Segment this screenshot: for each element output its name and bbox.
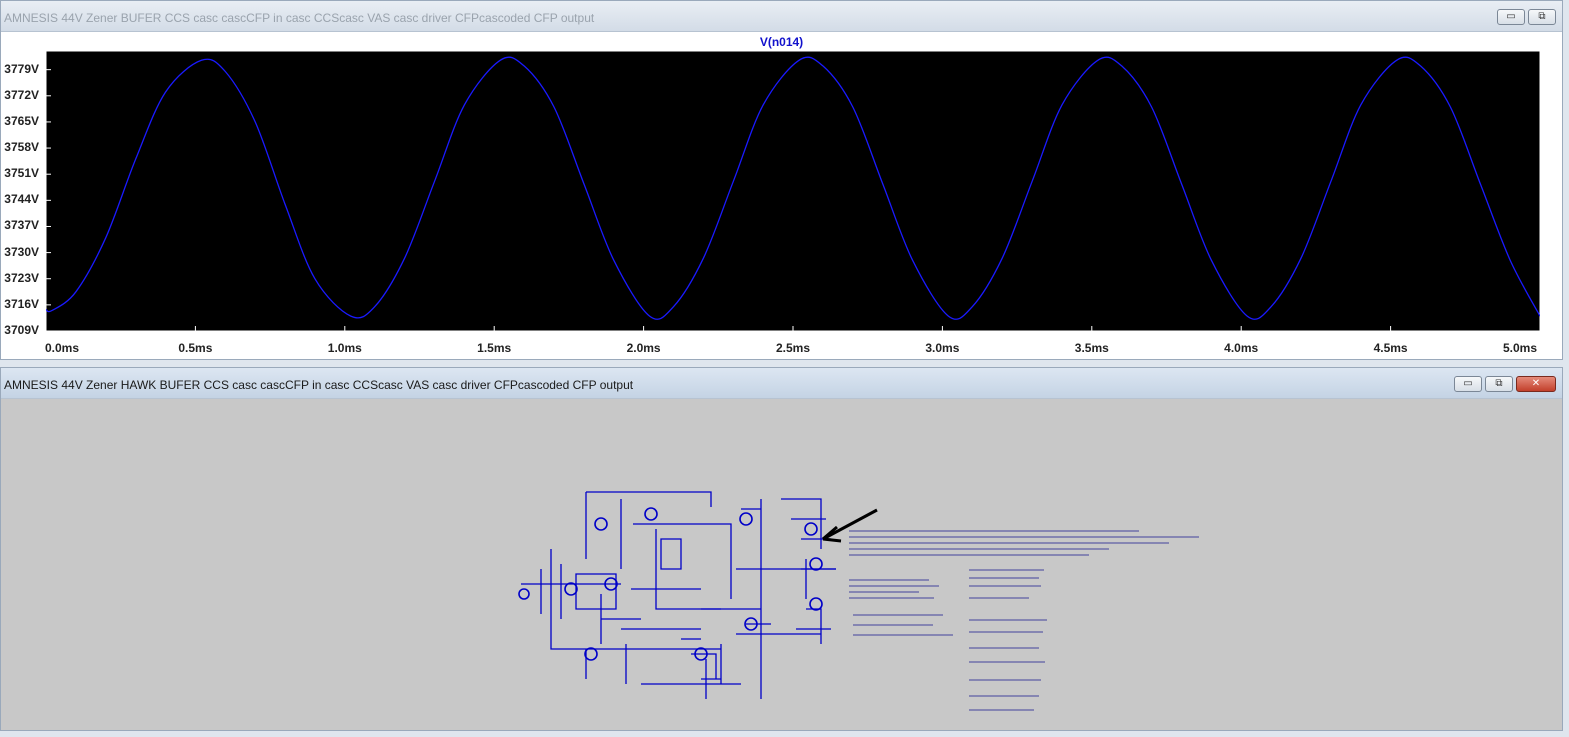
spice-directives-text <box>849 530 1199 711</box>
waveform-window-title: AMNESIS 44V Zener BUFER CCS casc cascCFP… <box>4 11 595 25</box>
schematic-window-titlebar[interactable]: AMNESIS 44V Zener HAWK BUFER CCS casc ca… <box>1 368 1562 399</box>
waveform-window[interactable]: AMNESIS 44V Zener BUFER CCS casc cascCFP… <box>0 0 1563 360</box>
x-tick-label: 1.0ms <box>327 341 362 355</box>
waveform-window-titlebar[interactable]: AMNESIS 44V Zener BUFER CCS casc cascCFP… <box>1 1 1562 32</box>
restore-button[interactable]: ⧉ <box>1485 376 1513 392</box>
close-button[interactable]: ✕ <box>1516 376 1556 392</box>
x-tick-label: 5.0ms <box>1502 341 1538 355</box>
y-tick-label: 3765V <box>4 113 39 128</box>
schematic-window[interactable]: AMNESIS 44V Zener HAWK BUFER CCS casc ca… <box>0 367 1563 731</box>
y-tick-label: 3744V <box>4 192 39 207</box>
y-tick-label: 3730V <box>4 244 39 259</box>
schematic-window-controls: ▭ ⧉ ✕ <box>1454 376 1556 392</box>
schematic-canvas[interactable] <box>1 399 1562 730</box>
trace-label-v-n014[interactable]: V(n014) <box>759 35 804 49</box>
y-tick-label: 3772V <box>4 87 39 102</box>
y-tick-label: 3779V <box>4 61 39 76</box>
x-tick-label: 3.0ms <box>925 341 960 355</box>
x-tick-label: 4.0ms <box>1224 341 1259 355</box>
x-tick-label: 2.0ms <box>626 341 661 355</box>
waveform-window-controls: ▭ ⧉ <box>1497 9 1556 25</box>
schematic-drawing[interactable] <box>1 399 1562 730</box>
x-tick-label: 2.5ms <box>775 341 811 355</box>
minimize-button[interactable]: ▭ <box>1497 9 1525 25</box>
x-tick-label: 0.0ms <box>44 341 80 355</box>
plot-background <box>46 51 1540 331</box>
x-tick-label: 1.5ms <box>477 341 512 355</box>
restore-button[interactable]: ⧉ <box>1528 9 1556 25</box>
y-tick-label: 3723V <box>4 270 39 285</box>
y-tick-label: 3758V <box>4 140 39 155</box>
y-tick-label: 3737V <box>4 218 39 233</box>
waveform-plot[interactable] <box>46 51 1540 331</box>
schematic-window-title: AMNESIS 44V Zener HAWK BUFER CCS casc ca… <box>4 378 634 392</box>
transistor-symbols <box>518 507 823 661</box>
circuit-schematic[interactable] <box>521 491 836 699</box>
x-tick-label: 4.5ms <box>1373 341 1408 355</box>
x-tick-label: 3.5ms <box>1074 341 1109 355</box>
annotation-arrow <box>822 508 878 543</box>
y-tick-label: 3709V <box>4 323 39 337</box>
trace-v-n014[interactable] <box>46 56 1540 320</box>
waveform-plot-area[interactable]: V(n014) 3779V 3772V 3765V 3758V 3751V 3744V 37… <box>1 32 1562 359</box>
x-tick-label: 0.5ms <box>178 341 213 355</box>
y-tick-label: 3751V <box>4 166 39 181</box>
y-tick-label: 3716V <box>4 296 39 311</box>
minimize-button[interactable]: ▭ <box>1454 376 1482 392</box>
